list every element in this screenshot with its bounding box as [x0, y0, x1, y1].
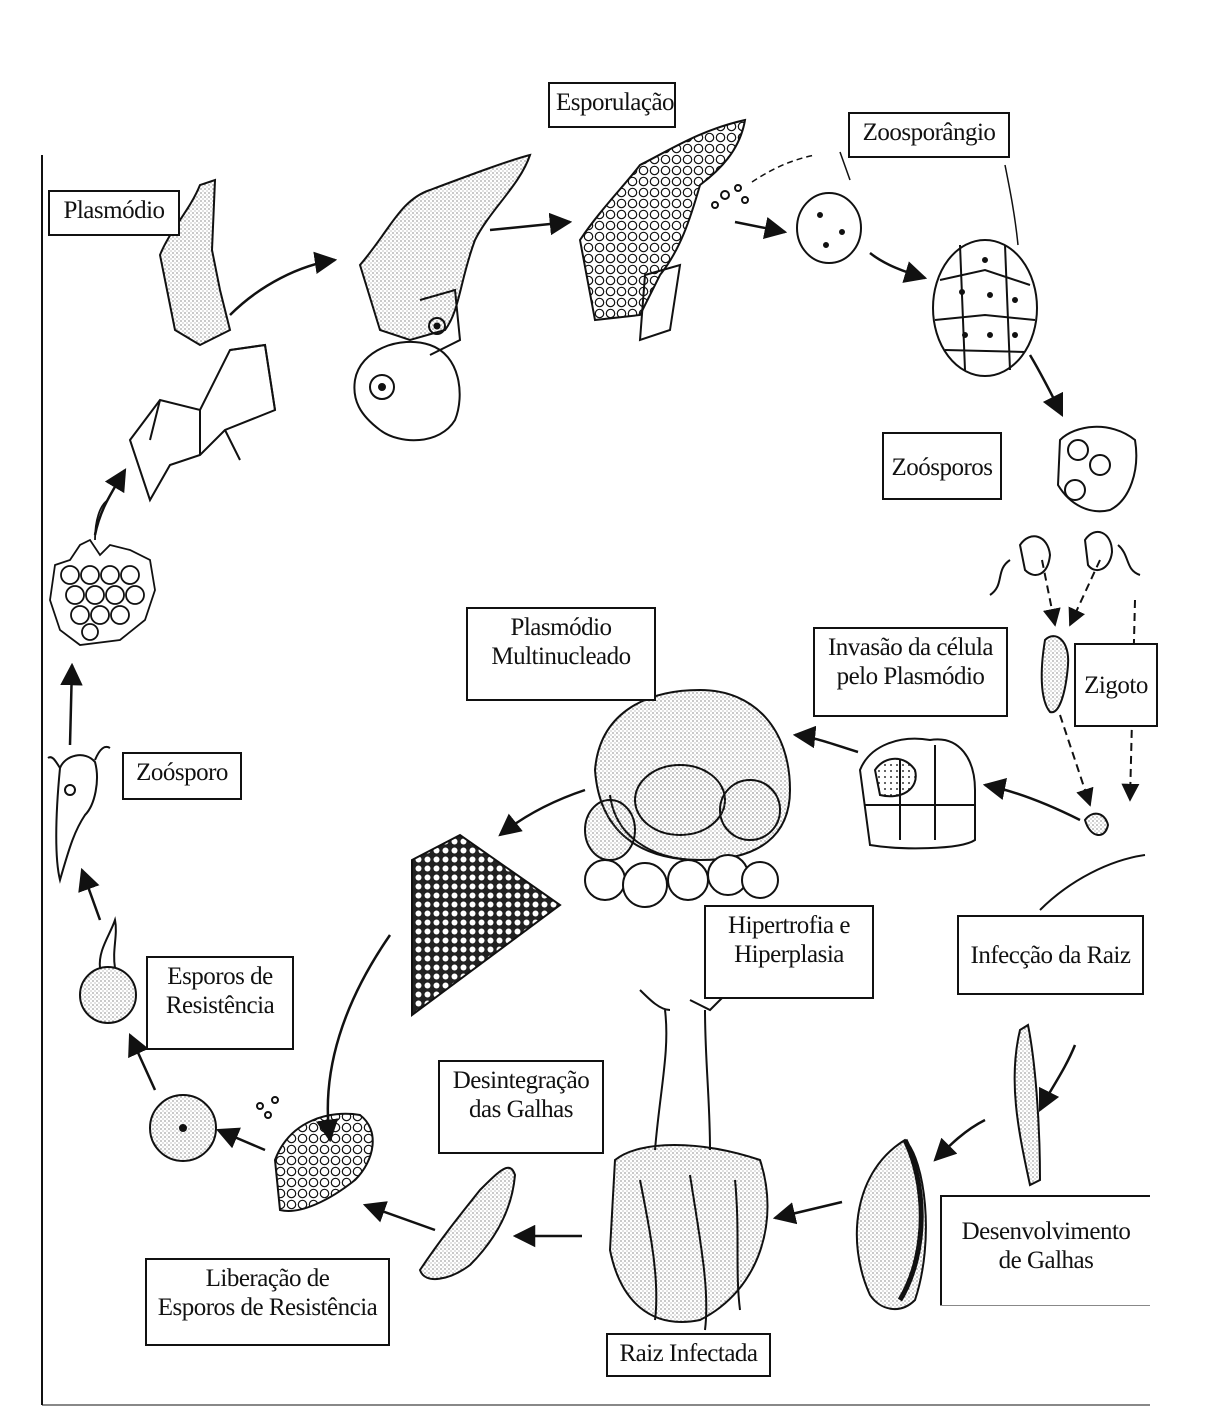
label-raiz-infectada: Raiz Infectada — [606, 1333, 771, 1377]
zoosporo-illustration — [48, 747, 110, 880]
label-desenvolvimento: Desenvolvimento de Galhas — [940, 1195, 1150, 1305]
label-plasmodio: Plasmódio — [48, 190, 180, 236]
label-infeccao: Infecção da Raiz — [957, 915, 1144, 995]
raiz-infectada-illustration — [610, 990, 768, 1330]
label-esporos-resistencia: Esporos de Resistência — [146, 956, 294, 1050]
plasmodio-growth-illustration — [354, 155, 530, 440]
label-liberacao: Liberação de Esporos de Resistência — [145, 1258, 390, 1346]
label-zoosporangio: Zoosporângio — [848, 112, 1010, 158]
label-invasao: Invasão da célula pelo Plasmódio — [813, 627, 1008, 717]
label-zoosporo: Zoósporo — [122, 752, 242, 800]
desintegracao-illustration — [420, 1168, 515, 1279]
plasmodio-multinucleado-illustration — [585, 690, 790, 860]
invasao-illustration — [860, 739, 975, 849]
hipertrofia-section-illustration — [412, 835, 560, 1015]
label-zoosporos: Zoósporos — [882, 432, 1002, 500]
label-esporulacao: Esporulação — [548, 82, 676, 128]
label-zigoto: Zigoto — [1074, 643, 1158, 727]
host-tissue-illustration — [50, 500, 155, 645]
label-desintegracao: Desintegração das Galhas — [438, 1060, 604, 1154]
esporulacao-illustration — [580, 120, 748, 340]
plasmodio-multinucleado-base-cells — [585, 855, 778, 907]
zoosporangio-illustration — [797, 193, 1037, 376]
liberacao-illustration — [257, 1097, 373, 1211]
label-plasmodio-multinucleado: Plasmódio Multinucleado — [466, 607, 656, 701]
label-hipertrofia: Hipertrofia e Hiperplasia — [704, 905, 874, 999]
